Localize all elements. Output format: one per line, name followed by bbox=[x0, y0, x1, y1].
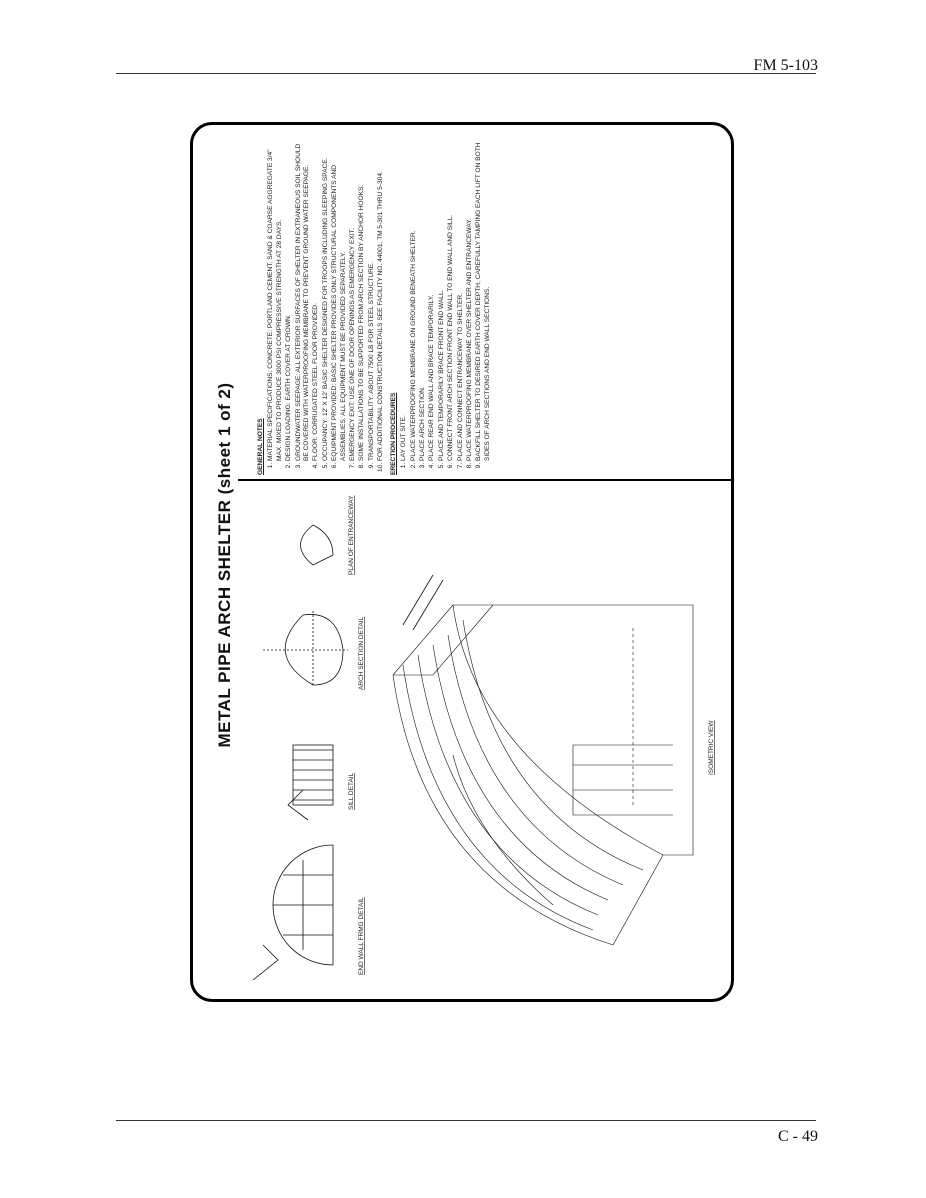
sheet-divider bbox=[238, 479, 731, 481]
rotated-sheet: METAL PIPE ARCH SHELTER (sheet 1 of 2) bbox=[193, 125, 731, 999]
drawing-frame: METAL PIPE ARCH SHELTER (sheet 1 of 2) bbox=[190, 122, 734, 1002]
note-item: DESIGN LOADING: EARTH COVER AT CROWN. bbox=[285, 135, 293, 461]
notes-list: MATERIAL SPECIFICATIONS: CONCRETE: PORTL… bbox=[267, 135, 385, 475]
sill-detail bbox=[287, 744, 334, 821]
plan-label: PLAN OF ENTRANCEWAY bbox=[348, 495, 355, 575]
general-notes: GENERAL NOTES MATERIAL SPECIFICATIONS: C… bbox=[253, 135, 723, 475]
shelter-drawing: END WALL FRMG DETAIL SILL DETAIL ARCH SE… bbox=[252, 495, 715, 981]
note-item: SOME INSTALLATIONS TO BE SUPPORTED FROM … bbox=[358, 135, 366, 461]
note-item: OCCUPANCY: 12' X 12' BASIC SHELTER DESIG… bbox=[322, 135, 330, 461]
arch-label: ARCH SECTION DETAIL bbox=[358, 616, 365, 690]
end-wall-label: END WALL FRMG DETAIL bbox=[358, 897, 365, 975]
note-item: TRANSPORTABILITY: ABOUT 7500 LB FOR STEE… bbox=[368, 135, 376, 461]
erection-item: PLACE AND CONNECT ENTRANCEWAY TO SHELTER… bbox=[457, 135, 465, 461]
erection-item: PLACE WATERPROOFING MEMBRANE ON GROUND B… bbox=[410, 135, 418, 461]
shelter-isometric bbox=[392, 604, 694, 946]
erection-item: BACKFILL SHELTER TO DESIRED EARTH COVER … bbox=[475, 135, 492, 461]
erection-item: CONNECT FRONT ARCH SECTION FRONT END WAL… bbox=[447, 135, 455, 461]
erection-list: LAY OUT SITE. PLACE WATERPROOFING MEMBRA… bbox=[400, 135, 492, 475]
erection-item: PLACE ARCH SECTION. bbox=[419, 135, 427, 461]
erection-item: PLACE AND TEMPORARILY BRACE FRONT END WA… bbox=[438, 135, 446, 461]
sill-label: SILL DETAIL bbox=[348, 772, 355, 810]
erection-item: PLACE WATERPROOFING MEMBRANE OVER SHELTE… bbox=[466, 135, 474, 461]
note-item: EMERGENCY EXIT: USE ONE OF DOOR OPENINGS… bbox=[349, 135, 357, 461]
note-item: MATERIAL SPECIFICATIONS: CONCRETE: PORTL… bbox=[267, 135, 284, 461]
footer-rule bbox=[116, 1120, 816, 1121]
erection-heading: ERECTION PROCEDURES bbox=[389, 392, 397, 475]
iso-label: ISOMETRIC VIEW bbox=[708, 720, 715, 775]
note-item: FOR ADDITIONAL CONSTRUCTION DETAILS SEE … bbox=[377, 135, 385, 461]
header-rule bbox=[116, 73, 816, 74]
note-item: FLOOR: CORRUGATED STEEL FLOOR PROVIDED. bbox=[312, 135, 320, 461]
erection-item: LAY OUT SITE. bbox=[400, 135, 408, 461]
note-item: EQUIPMENT PROVIDED: BASIC SHELTER PROVID… bbox=[331, 135, 348, 461]
erection-item: PLACE REAR END WALL AND BRACE TEMPORARIL… bbox=[428, 135, 436, 461]
arch-section-detail bbox=[263, 610, 348, 686]
header-label: FM 5-103 bbox=[753, 57, 818, 74]
entranceway-plan bbox=[300, 524, 444, 631]
end-wall-detail bbox=[252, 844, 334, 981]
note-item: GROUNDWATER SEEPAGE: ALL EXTERIOR SURFAC… bbox=[295, 135, 312, 461]
footer-label: C - 49 bbox=[778, 1128, 818, 1145]
notes-heading: GENERAL NOTES bbox=[257, 418, 264, 475]
